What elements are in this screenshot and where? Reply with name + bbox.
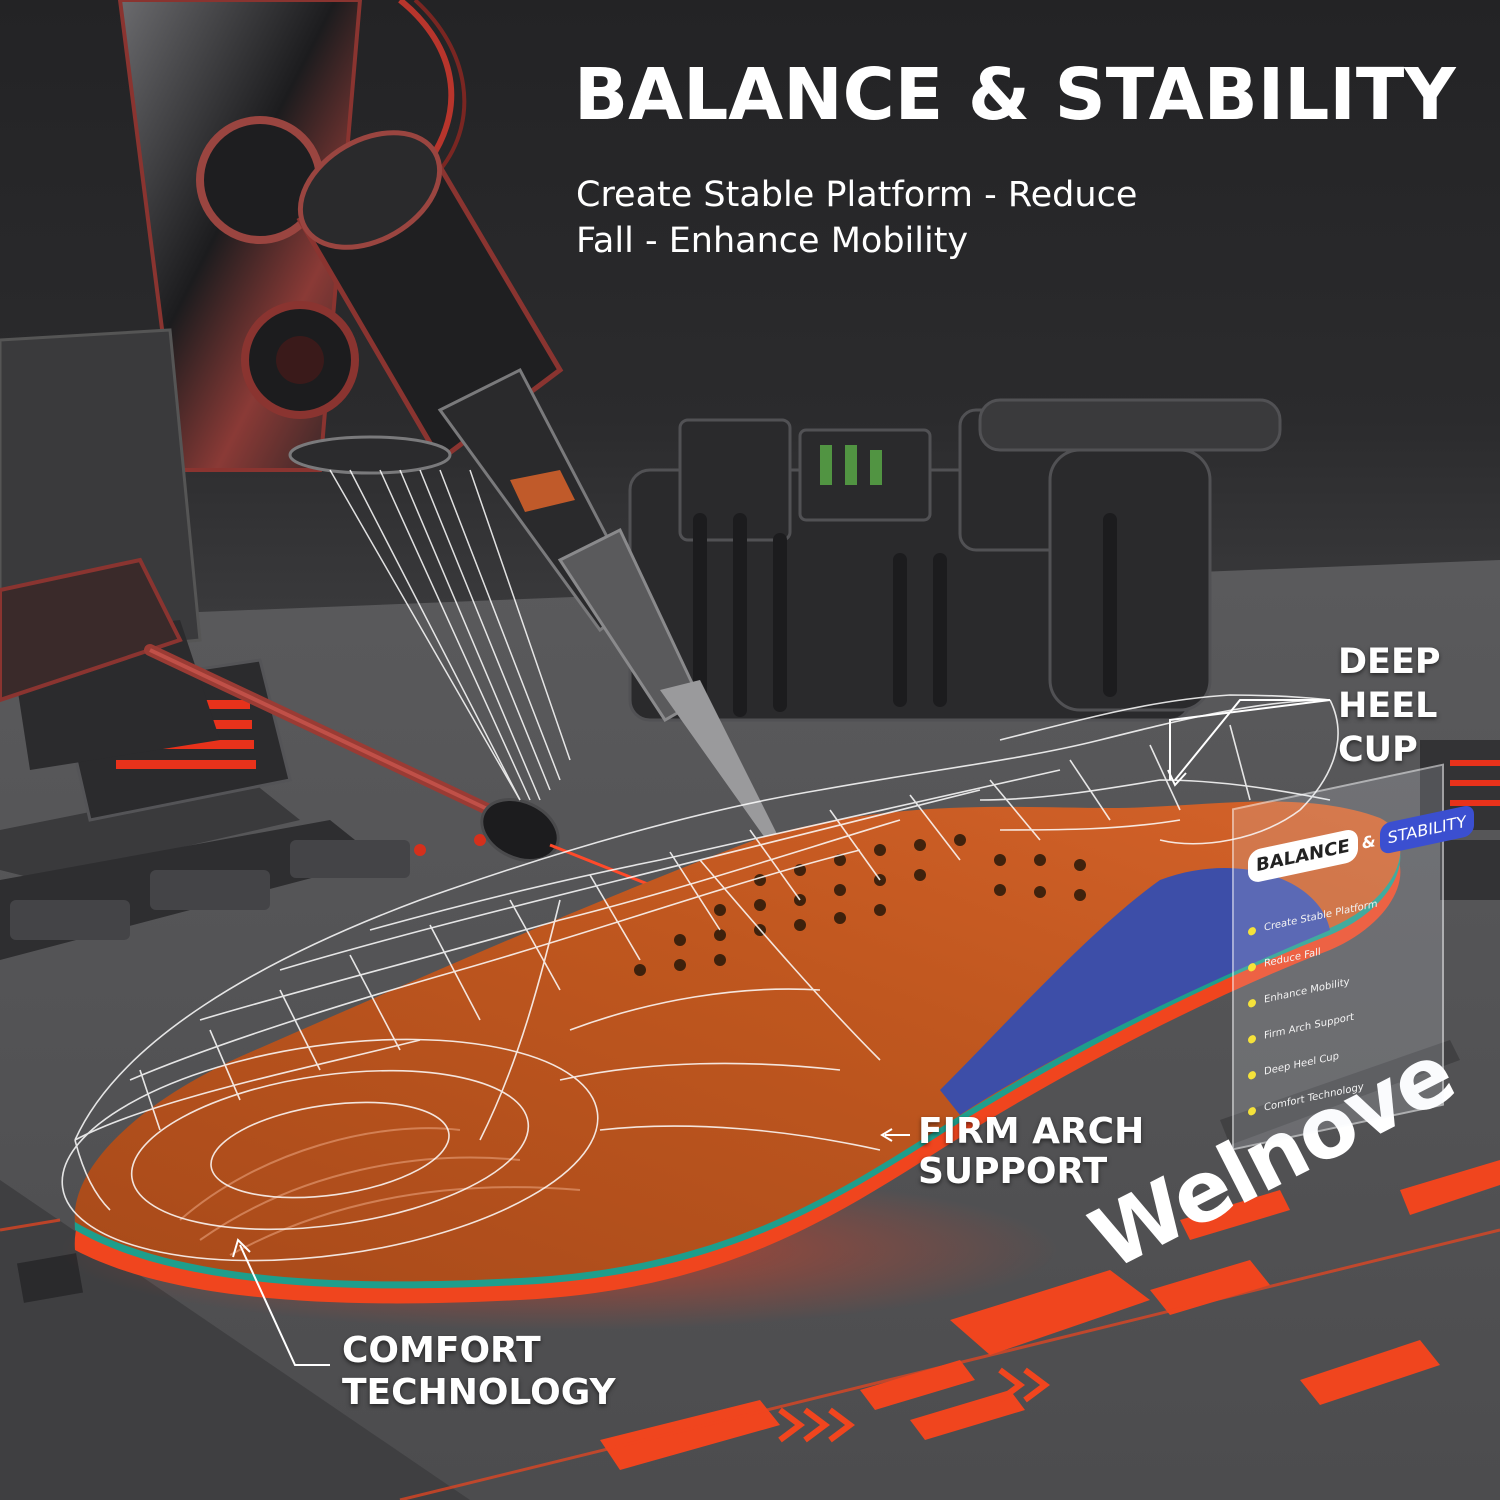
bullet-dot-icon bbox=[1248, 1070, 1256, 1081]
callout-heel-line-1: DEEP bbox=[1338, 642, 1441, 682]
callout-arch-line-2: SUPPORT bbox=[918, 1151, 1108, 1192]
bullet-dot-icon bbox=[1248, 1034, 1256, 1045]
callout-deep-heel-cup: DEEP HEEL CUP bbox=[1338, 640, 1441, 772]
callout-heel-line-2: HEEL bbox=[1338, 686, 1438, 726]
feature-card-list: Create Stable Platform Reduce Fall Enhan… bbox=[1248, 898, 1377, 1142]
card-ampersand: & bbox=[1361, 831, 1376, 853]
subheadline-line-1: Create Stable Platform - Reduce bbox=[576, 175, 1138, 215]
callout-comfort-technology: COMFORT TECHNOLOGY bbox=[342, 1330, 616, 1414]
bullet-dot-icon bbox=[1248, 998, 1256, 1009]
callout-comfort-line-1: COMFORT bbox=[342, 1330, 541, 1371]
bullet-dot-icon bbox=[1248, 926, 1256, 937]
feature-card-header: BALANCE & STABILITY bbox=[1248, 803, 1475, 885]
callout-comfort-line-2: TECHNOLOGY bbox=[342, 1372, 616, 1413]
feature-card: BALANCE & STABILITY Create Stable Platfo… bbox=[1232, 763, 1475, 1151]
subheadline-line-2: Fall - Enhance Mobility bbox=[576, 221, 969, 261]
headline: BALANCE & STABILITY bbox=[574, 53, 1456, 136]
callout-arch-line-1: FIRM ARCH bbox=[918, 1111, 1145, 1152]
callout-heel-line-3: CUP bbox=[1338, 730, 1418, 770]
bullet-dot-icon bbox=[1248, 962, 1256, 973]
bullet-dot-icon bbox=[1248, 1106, 1256, 1117]
subheadline: Create Stable Platform - Reduce Fall - E… bbox=[576, 172, 1276, 264]
callout-firm-arch-support: FIRM ARCH SUPPORT bbox=[918, 1112, 1144, 1192]
card-balance-label: BALANCE bbox=[1248, 827, 1358, 885]
